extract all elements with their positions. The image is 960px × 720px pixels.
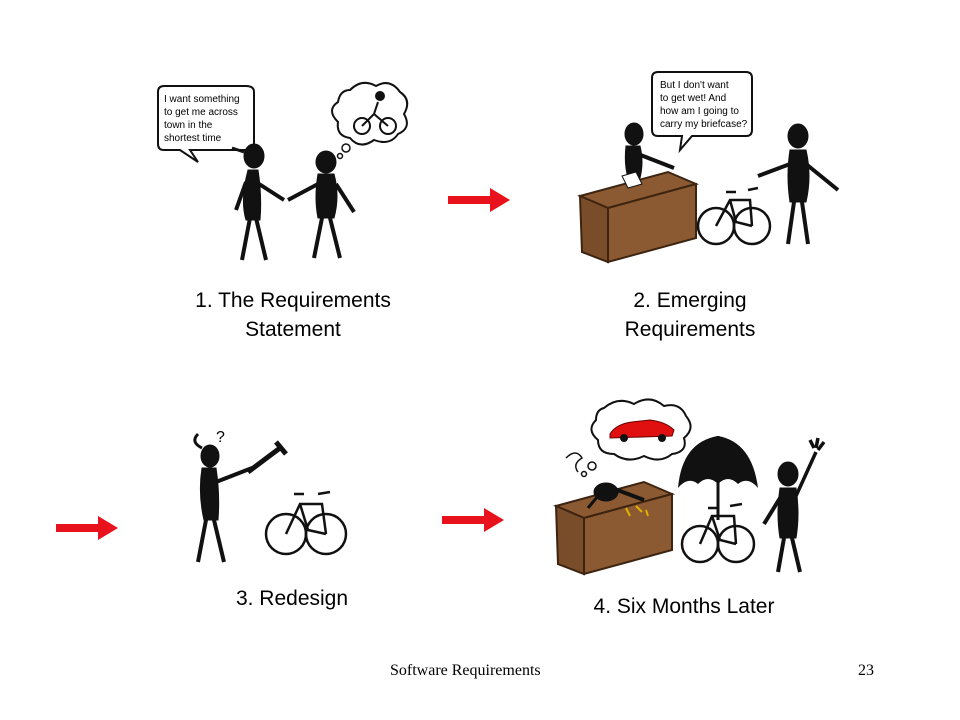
caption-panel-1: 1. The Requirements Statement — [176, 286, 410, 344]
speech-line-1: I want something — [164, 94, 240, 105]
caption-panel-4-line-1: 4. Six Months Later — [593, 595, 775, 618]
stick-figure-developer — [757, 123, 840, 245]
arrow-icon — [448, 188, 510, 212]
caption-panel-3: 3. Redesign — [222, 584, 362, 613]
panel-requirements-statement: I want something to get me across town i… — [150, 70, 410, 270]
caption-panel-2-line-2: Requirements — [624, 318, 756, 341]
illustration-redesign: ? — [193, 429, 348, 563]
speech-line-4: carry my briefcase? — [660, 119, 748, 130]
desk — [552, 480, 676, 576]
thought-bubble-bicycle — [331, 81, 409, 160]
caption-panel-2: 2. Emerging Requirements — [590, 286, 790, 344]
footer-title: Software Requirements — [390, 662, 541, 679]
umbrella-icon — [678, 436, 758, 520]
illustration-handshake: I want something to get me across town i… — [157, 81, 409, 261]
speech-line-3: town in the — [164, 120, 213, 131]
speech-line-2: to get me across — [164, 107, 238, 118]
speech-line-4: shortest time — [164, 133, 222, 144]
caption-panel-4: 4. Six Months Later — [568, 592, 800, 621]
caption-panel-1-line-2: Statement — [245, 318, 341, 341]
bicycle — [680, 502, 756, 564]
desk — [576, 170, 700, 264]
illustration-desk-bicycle: But I don't want to get wet! And how am … — [576, 71, 840, 264]
panel-redesign: ? — [176, 424, 356, 568]
stars-icon — [625, 505, 649, 517]
caption-panel-3-line-1: 3. Redesign — [235, 587, 349, 610]
question-mark-icon: ? — [216, 429, 225, 446]
page-number: 23 — [858, 662, 874, 679]
panel-six-months-later — [552, 392, 832, 582]
stick-figure-developer — [287, 150, 356, 259]
arrow-icon — [442, 508, 504, 532]
panel-emerging-requirements: But I don't want to get wet! And how am … — [568, 71, 858, 268]
speech-line-1: But I don't want — [660, 80, 729, 91]
illustration-sports-car — [552, 398, 826, 576]
bicycle — [696, 186, 772, 246]
arrow-icon — [56, 516, 118, 540]
stick-figure-engineer — [193, 432, 288, 563]
smoke-icon — [565, 452, 584, 473]
speech-line-2: to get wet! And — [660, 93, 726, 104]
slumped-figure — [586, 482, 645, 509]
stick-figure-customer — [624, 122, 675, 179]
stick-figure-developer — [762, 437, 826, 573]
stick-figure-customer — [231, 143, 286, 261]
bicycle — [264, 490, 348, 556]
caption-panel-1-line-1: 1. The Requirements — [195, 289, 391, 312]
caption-panel-2-line-1: 2. Emerging — [633, 289, 747, 312]
thought-bubble-sports-car — [580, 398, 692, 478]
speech-line-3: how am I going to — [660, 106, 739, 117]
